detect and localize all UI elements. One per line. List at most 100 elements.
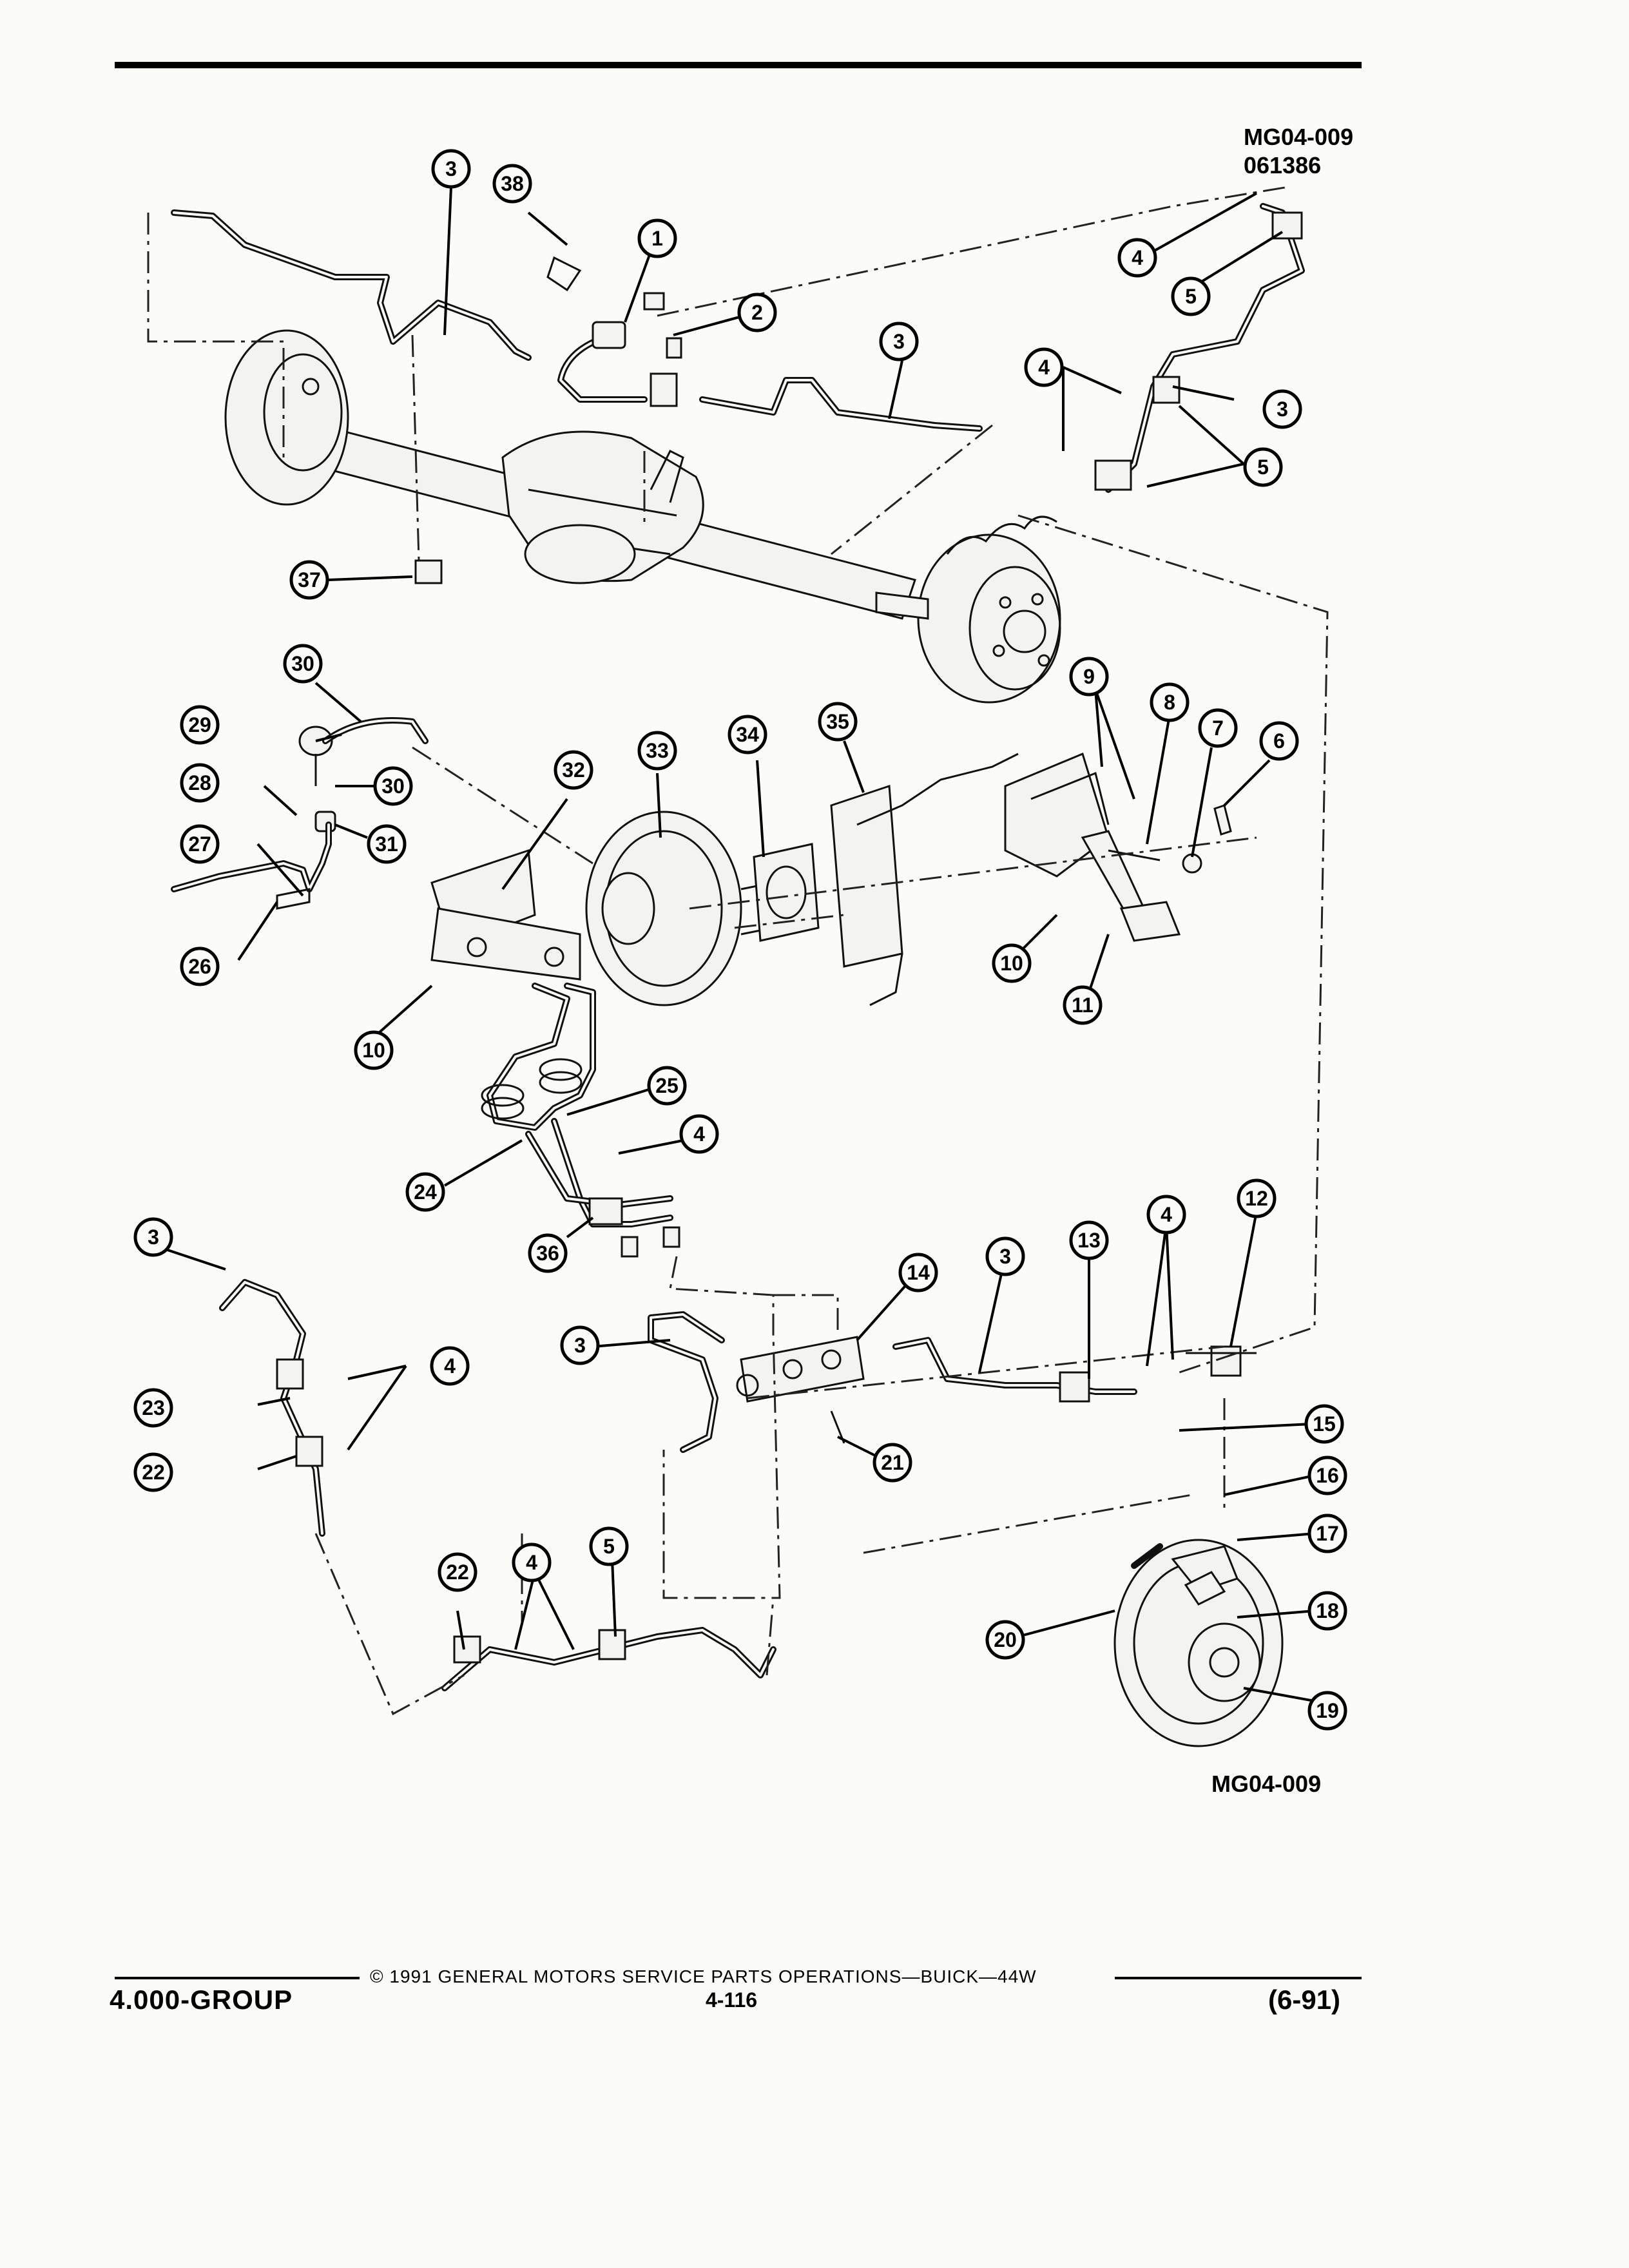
callout-3: 3 — [560, 1325, 600, 1365]
footer-copyright: © 1991 GENERAL MOTORS SERVICE PARTS OPER… — [370, 1966, 1037, 1986]
callout-32: 32 — [554, 750, 593, 790]
callout-28: 28 — [180, 763, 220, 803]
svg-text:34: 34 — [736, 723, 759, 746]
svg-text:35: 35 — [826, 710, 849, 733]
callout-12: 12 — [1237, 1178, 1277, 1218]
svg-text:15: 15 — [1313, 1412, 1336, 1436]
footer-page-number: 4-116 — [706, 1988, 758, 2012]
svg-text:3: 3 — [893, 330, 905, 353]
callout-33: 33 — [637, 731, 677, 771]
figure-code-top: MG04-009 — [1244, 124, 1354, 150]
callout-5: 5 — [589, 1526, 629, 1566]
callout-2: 2 — [737, 293, 777, 332]
callout-29: 29 — [180, 705, 220, 745]
svg-text:9: 9 — [1083, 665, 1095, 688]
rear-axle-assembly — [224, 329, 1061, 704]
svg-text:17: 17 — [1316, 1522, 1339, 1545]
callout-24: 24 — [405, 1172, 445, 1212]
callout-21: 21 — [872, 1443, 912, 1483]
brake-booster-group — [171, 717, 1232, 1006]
svg-text:3: 3 — [999, 1245, 1011, 1268]
svg-text:38: 38 — [501, 172, 524, 195]
footer-rule-right — [1115, 1977, 1362, 1979]
svg-text:33: 33 — [646, 739, 669, 762]
front-brake-pipes — [219, 983, 1257, 1691]
callout-27: 27 — [180, 824, 220, 864]
svg-text:4: 4 — [526, 1551, 537, 1574]
callout-19: 19 — [1307, 1691, 1347, 1731]
callout-18: 18 — [1307, 1591, 1347, 1631]
callout-3: 3 — [985, 1236, 1025, 1276]
svg-text:10: 10 — [362, 1039, 385, 1062]
callout-30: 30 — [283, 644, 323, 684]
svg-text:37: 37 — [298, 568, 321, 591]
svg-text:19: 19 — [1316, 1699, 1339, 1722]
callout-31: 31 — [367, 824, 407, 864]
callout-5: 5 — [1171, 276, 1211, 316]
callout-23: 23 — [133, 1388, 173, 1428]
svg-text:24: 24 — [414, 1180, 437, 1204]
svg-text:4: 4 — [1161, 1203, 1172, 1226]
svg-text:6: 6 — [1273, 729, 1285, 753]
front-disc-brake — [1113, 1539, 1284, 1747]
svg-text:18: 18 — [1316, 1599, 1339, 1622]
callout-13: 13 — [1069, 1220, 1109, 1260]
callout-11: 11 — [1063, 985, 1103, 1025]
svg-text:13: 13 — [1077, 1229, 1101, 1252]
svg-text:30: 30 — [291, 652, 314, 675]
svg-text:32: 32 — [562, 758, 585, 782]
callout-35: 35 — [818, 702, 858, 742]
callout-4: 4 — [1024, 347, 1064, 387]
callout-3: 3 — [133, 1217, 173, 1257]
callout-4: 4 — [512, 1542, 552, 1582]
rear-brake-pipes — [171, 203, 1305, 584]
callout-7: 7 — [1198, 708, 1238, 748]
callout-38: 38 — [492, 164, 532, 204]
svg-text:10: 10 — [1000, 952, 1023, 975]
svg-text:3: 3 — [1277, 398, 1288, 421]
svg-text:4: 4 — [1132, 246, 1143, 269]
svg-text:23: 23 — [142, 1396, 165, 1419]
svg-text:30: 30 — [381, 774, 405, 798]
svg-text:1: 1 — [651, 227, 663, 250]
callout-14: 14 — [898, 1253, 938, 1293]
svg-text:29: 29 — [188, 713, 211, 736]
callout-10: 10 — [354, 1030, 394, 1070]
callout-8: 8 — [1150, 682, 1190, 722]
callout-34: 34 — [728, 715, 767, 754]
callout-17: 17 — [1307, 1514, 1347, 1553]
svg-text:14: 14 — [907, 1261, 930, 1284]
callout-4: 4 — [1117, 238, 1157, 278]
callout-10: 10 — [992, 943, 1032, 983]
leader-lines — [167, 186, 1315, 1702]
svg-text:28: 28 — [188, 771, 211, 794]
svg-text:3: 3 — [445, 157, 457, 180]
svg-text:27: 27 — [188, 832, 211, 856]
svg-text:31: 31 — [375, 832, 398, 856]
callout-36: 36 — [528, 1233, 568, 1273]
svg-text:2: 2 — [751, 301, 763, 324]
svg-text:5: 5 — [1185, 285, 1197, 308]
footer-revision-date: (6-91) — [1268, 1984, 1341, 2015]
callout-3: 3 — [431, 149, 471, 189]
callout-25: 25 — [647, 1066, 687, 1106]
svg-text:5: 5 — [1257, 456, 1269, 479]
callout-37: 37 — [289, 560, 329, 600]
svg-text:4: 4 — [693, 1122, 705, 1146]
callout-1: 1 — [637, 218, 677, 258]
callout-4: 4 — [430, 1346, 470, 1386]
callout-30: 30 — [373, 766, 413, 806]
svg-text:4: 4 — [1038, 356, 1050, 379]
footer-rule-left — [115, 1977, 360, 1979]
footer-group: 4.000-GROUP — [110, 1984, 293, 2015]
svg-text:8: 8 — [1164, 691, 1175, 714]
svg-text:11: 11 — [1072, 994, 1094, 1017]
callout-4: 4 — [1146, 1195, 1186, 1235]
svg-text:22: 22 — [446, 1561, 469, 1584]
assembly-guide-lines — [147, 186, 1329, 1716]
svg-text:20: 20 — [994, 1628, 1017, 1651]
callout-26: 26 — [180, 947, 220, 986]
callout-15: 15 — [1304, 1404, 1344, 1444]
